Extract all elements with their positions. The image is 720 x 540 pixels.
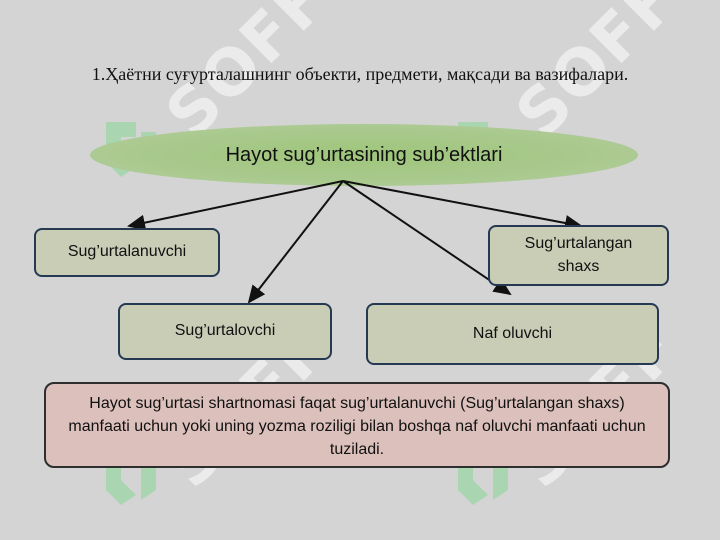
- box-label: Naf oluvchi: [472, 324, 553, 342]
- box-label: Sug’urtalovchi: [174, 322, 276, 340]
- arrow-to-sugurtalovchi: [247, 180, 344, 304]
- slide-title: 1.Ҳаётни суғурталашнинг объекти, предмет…: [91, 64, 629, 84]
- box-sugurtalangan-shaxs: Sug’urtalangan shaxs: [488, 225, 669, 286]
- box-sugurtalanuvchi: Sug’urtalanuvchi: [34, 228, 220, 277]
- arrow-to-naf-oluvchi: [342, 180, 512, 296]
- center-node: Hayot sug’urtasining sub’ektlari: [90, 124, 638, 186]
- note-text: Hayot sug’urtasi shartnomasi faqat sug’u…: [68, 395, 646, 459]
- box-naf-oluvchi: Naf oluvchi: [366, 303, 659, 365]
- box-sugurtalovchi: Sug’urtalovchi: [118, 303, 332, 360]
- box-label: Sug’urtalanuvchi: [67, 243, 187, 261]
- center-node-label: Hayot sug’urtasining sub’ektlari: [225, 143, 503, 166]
- arrow-to-sugurtalangan-shaxs: [342, 180, 583, 231]
- arrow-to-sugurtalanuvchi: [127, 180, 344, 231]
- box-label: Sug’urtalangan shaxs: [524, 235, 633, 275]
- note-box: Hayot sug’urtasi shartnomasi faqat sug’u…: [44, 382, 670, 468]
